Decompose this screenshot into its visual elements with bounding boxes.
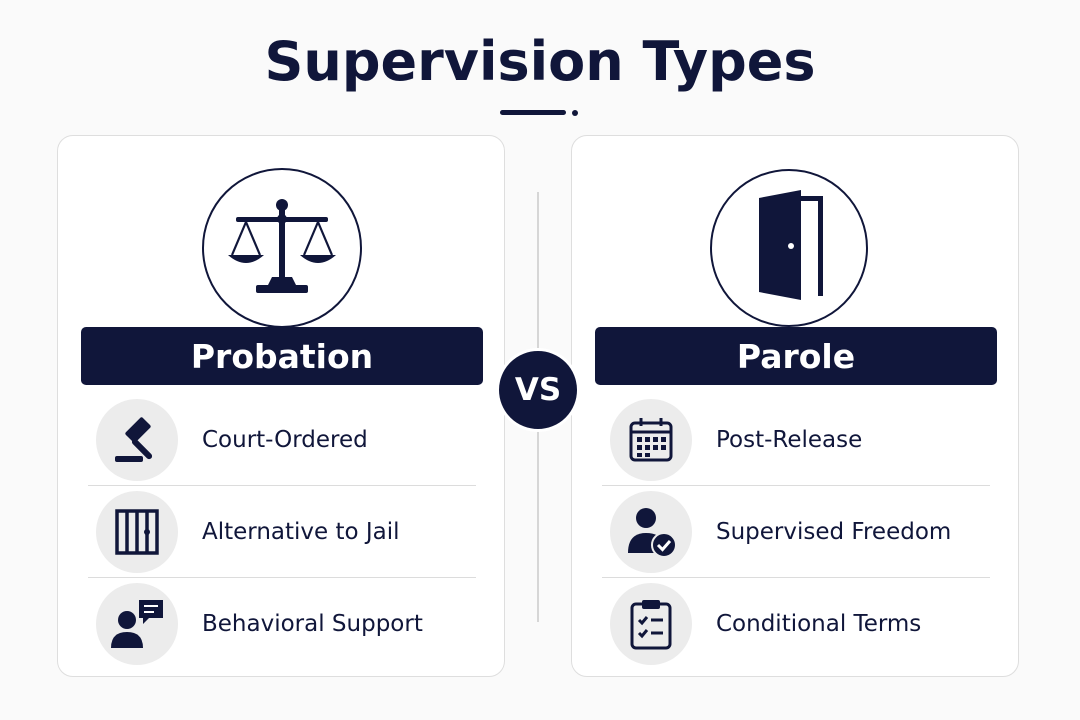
list-item: Alternative to Jail <box>88 486 476 578</box>
list-item: Conditional Terms <box>602 578 990 670</box>
list-item: Post-Release <box>602 394 990 486</box>
open-door-icon <box>759 190 823 300</box>
probation-heading: Probation <box>81 327 483 385</box>
clipboard-checklist-icon <box>630 600 672 650</box>
list-item-label: Post-Release <box>716 426 863 453</box>
list-item-label: Behavioral Support <box>202 611 423 637</box>
probation-card: Probation Court-Ordered <box>57 135 505 677</box>
parole-heading: Parole <box>595 327 997 385</box>
list-item: Supervised Freedom <box>602 486 990 578</box>
scales-of-justice-icon <box>228 199 336 293</box>
gavel-icon <box>115 416 153 462</box>
calendar-icon <box>629 417 673 461</box>
list-item: Behavioral Support <box>88 578 476 670</box>
title-underline <box>500 110 566 115</box>
vs-badge: VS <box>496 348 580 432</box>
person-check-icon <box>628 507 677 558</box>
probation-icon-circle <box>202 168 362 328</box>
person-chat-icon <box>111 600 163 648</box>
page-title: Supervision Types <box>264 30 816 93</box>
list-item-label: Supervised Freedom <box>716 518 952 545</box>
parole-card: Parole Post-Release <box>571 135 1019 677</box>
jail-bars-icon <box>115 508 159 555</box>
list-item-label: Conditional Terms <box>716 611 922 637</box>
list-item-label: Alternative to Jail <box>202 518 400 545</box>
list-item: Court-Ordered <box>88 394 476 486</box>
parole-icon-circle <box>710 169 868 327</box>
title-underline-dot <box>572 110 578 116</box>
list-item-label: Court-Ordered <box>202 426 368 453</box>
